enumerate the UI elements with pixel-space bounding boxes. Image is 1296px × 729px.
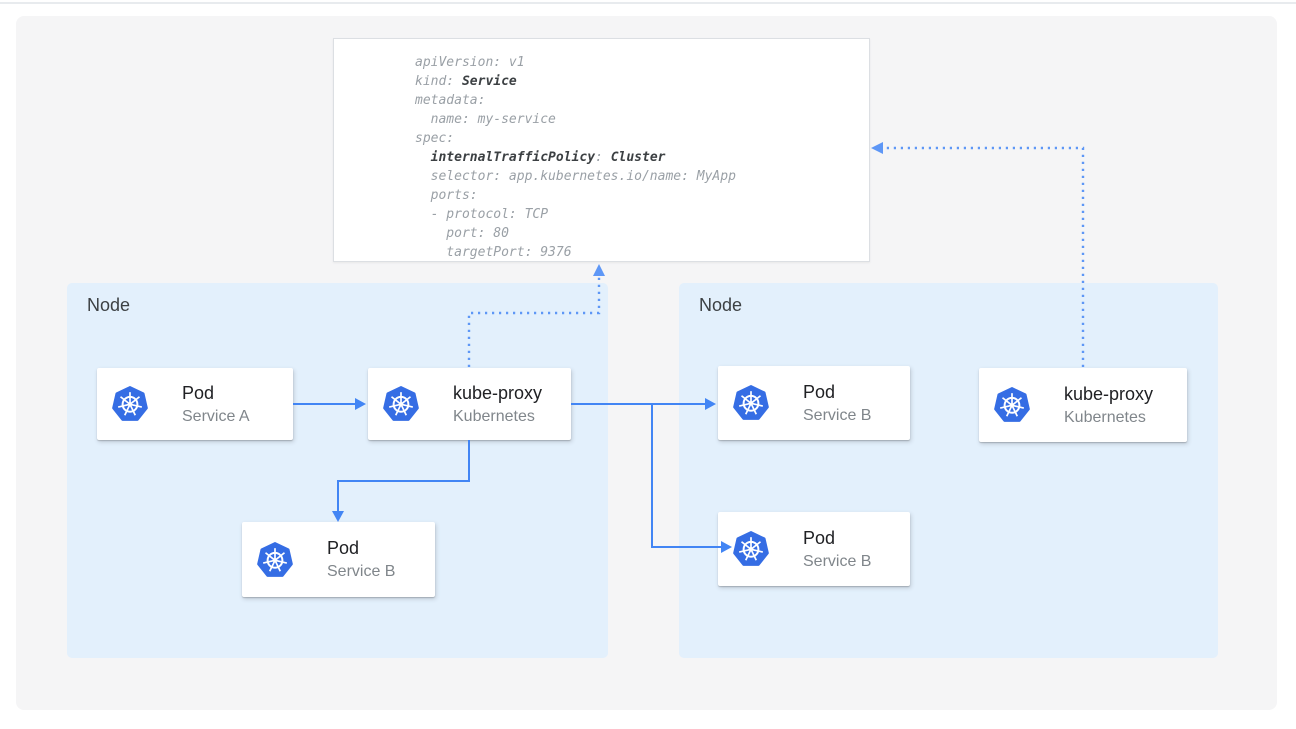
code-line: port: 80: [415, 226, 509, 241]
service-yaml-box: apiVersion: v1 kind: Service metadata: n…: [333, 38, 870, 262]
card-title: kube-proxy: [453, 382, 543, 403]
pod-service-b-right-bottom-card: Pod Service B: [718, 512, 910, 586]
code-line: metadata:: [415, 93, 486, 108]
card-subtitle: Service B: [803, 406, 872, 424]
pod-service-a-card: Pod Service A: [97, 368, 293, 440]
card-title: Pod: [327, 538, 360, 558]
card-subtitle: Service B: [327, 563, 396, 580]
code-line: internalTrafficPolicy: Cluster: [430, 150, 666, 165]
kubernetes-icon: [733, 531, 769, 566]
code-line: targetPort: 9376: [415, 245, 572, 260]
node-box-right: Node: [679, 283, 1218, 658]
code-line: - protocol: TCP: [415, 207, 549, 222]
kubernetes-icon: [994, 387, 1030, 422]
kubernetes-icon: [257, 541, 293, 577]
yaml-code: apiVersion: v1 kind: Service metadata: n…: [415, 53, 736, 262]
code-line: selector: app.kubernetes.io/name: MyApp: [415, 169, 736, 184]
card-title: Pod: [803, 381, 836, 402]
kubernetes-icon: [383, 386, 419, 421]
card-title: kube-proxy: [1064, 383, 1154, 404]
code-line: apiVersion: v1: [415, 55, 525, 70]
node-box-left: Node: [67, 283, 608, 658]
kube-proxy-left-card: kube-proxy Kubernetes: [368, 368, 571, 440]
card-title: Pod: [182, 382, 215, 403]
pod-service-b-right-top-card: Pod Service B: [718, 366, 910, 440]
node-label: Node: [699, 295, 743, 315]
pod-service-b-left-card: Pod Service B: [242, 522, 435, 597]
kubernetes-icon: [733, 385, 769, 420]
code-line: ports:: [415, 188, 478, 203]
code-line: name: my-service: [415, 112, 556, 127]
card-subtitle: Kubernetes: [453, 407, 535, 425]
kubernetes-icon: [112, 386, 148, 421]
card-title: Pod: [803, 527, 836, 548]
code-line: spec:: [415, 131, 455, 146]
node-label: Node: [87, 295, 131, 315]
card-subtitle: Kubernetes: [1064, 408, 1146, 426]
card-subtitle: Service B: [803, 552, 872, 570]
card-subtitle: Service A: [182, 407, 250, 425]
top-divider: [0, 2, 1296, 4]
code-line: kind: Service: [415, 74, 517, 89]
kube-proxy-right-card: kube-proxy Kubernetes: [979, 368, 1187, 442]
